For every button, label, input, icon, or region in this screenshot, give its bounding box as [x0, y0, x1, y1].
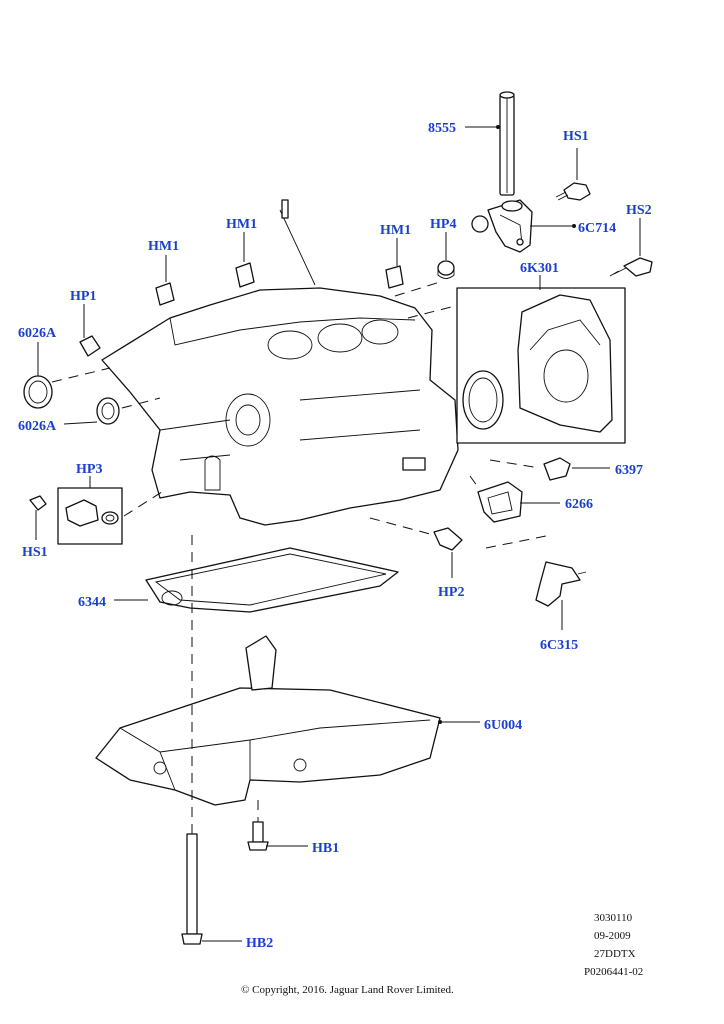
hp3-group [57, 487, 123, 545]
bolt-hs2-part [613, 257, 653, 277]
callout-hm1-b: HM1 [226, 217, 257, 232]
ref-number: 3030110 [594, 912, 633, 924]
dowel-hm1-a-part [155, 282, 175, 306]
callout-hp2: HP2 [438, 585, 464, 600]
bracket-6266-part [477, 481, 523, 523]
callout-hm1-c: HM1 [380, 223, 411, 238]
plug-hp1-part [79, 335, 101, 357]
dowel-hm1-b-part [235, 262, 255, 288]
callout-hs2: HS2 [626, 203, 652, 218]
dipstick-tube-part [499, 91, 515, 196]
callout-hb2: HB2 [246, 936, 273, 951]
callout-hp3: HP3 [76, 462, 102, 477]
oil-pan-6U004-part [95, 635, 441, 806]
ref-date: 09-2009 [594, 930, 631, 942]
leader-lines [35, 125, 641, 942]
bolt-hs1-left-part [29, 495, 47, 511]
engine-block-part [101, 199, 459, 526]
bolt-hb2-part [181, 833, 203, 945]
callout-6266: 6266 [565, 497, 593, 512]
copyright-notice: © Copyright, 2016. Jaguar Land Rover Lim… [241, 984, 454, 996]
callout-6026A-b: 6026A [18, 419, 57, 434]
callout-6K301: 6K301 [520, 261, 559, 276]
alignment-lines [51, 267, 625, 835]
callout-6344: 6344 [78, 595, 106, 610]
callout-hs1-top: HS1 [563, 129, 589, 144]
callout-6397: 6397 [615, 463, 643, 478]
ref-model-code: 27DDTX [594, 948, 636, 960]
callout-6026A-a: 6026A [18, 326, 57, 341]
gasket-6344-part [145, 547, 399, 613]
housing-6C714-part [471, 199, 533, 253]
callout-6C714: 6C714 [578, 221, 616, 236]
callout-hb1: HB1 [312, 841, 339, 856]
callout-hs1-left: HS1 [22, 545, 48, 560]
callout-hp1: HP1 [70, 289, 96, 304]
callout-8555: 8555 [428, 121, 456, 136]
sensor-6397-part [543, 457, 571, 481]
sensor-6C315-part [535, 561, 587, 607]
dowel-hm1-c-part [385, 265, 404, 289]
bolt-hs1-top-part [555, 182, 591, 201]
plug-hp4-part [437, 260, 455, 279]
callout-6C315: 6C315 [540, 638, 578, 653]
seal-6026A-b-part [96, 397, 120, 425]
callout-hm1-a: HM1 [148, 239, 179, 254]
callout-6U004: 6U004 [484, 718, 522, 733]
ref-drawing-id: P0206441-02 [584, 966, 643, 978]
plug-hp2-part [433, 527, 463, 551]
callout-hp4: HP4 [430, 217, 456, 232]
bolt-hb1-part [247, 821, 269, 851]
seal-carrier-6K301-group [456, 287, 626, 444]
seal-6026A-a-part [23, 375, 53, 409]
